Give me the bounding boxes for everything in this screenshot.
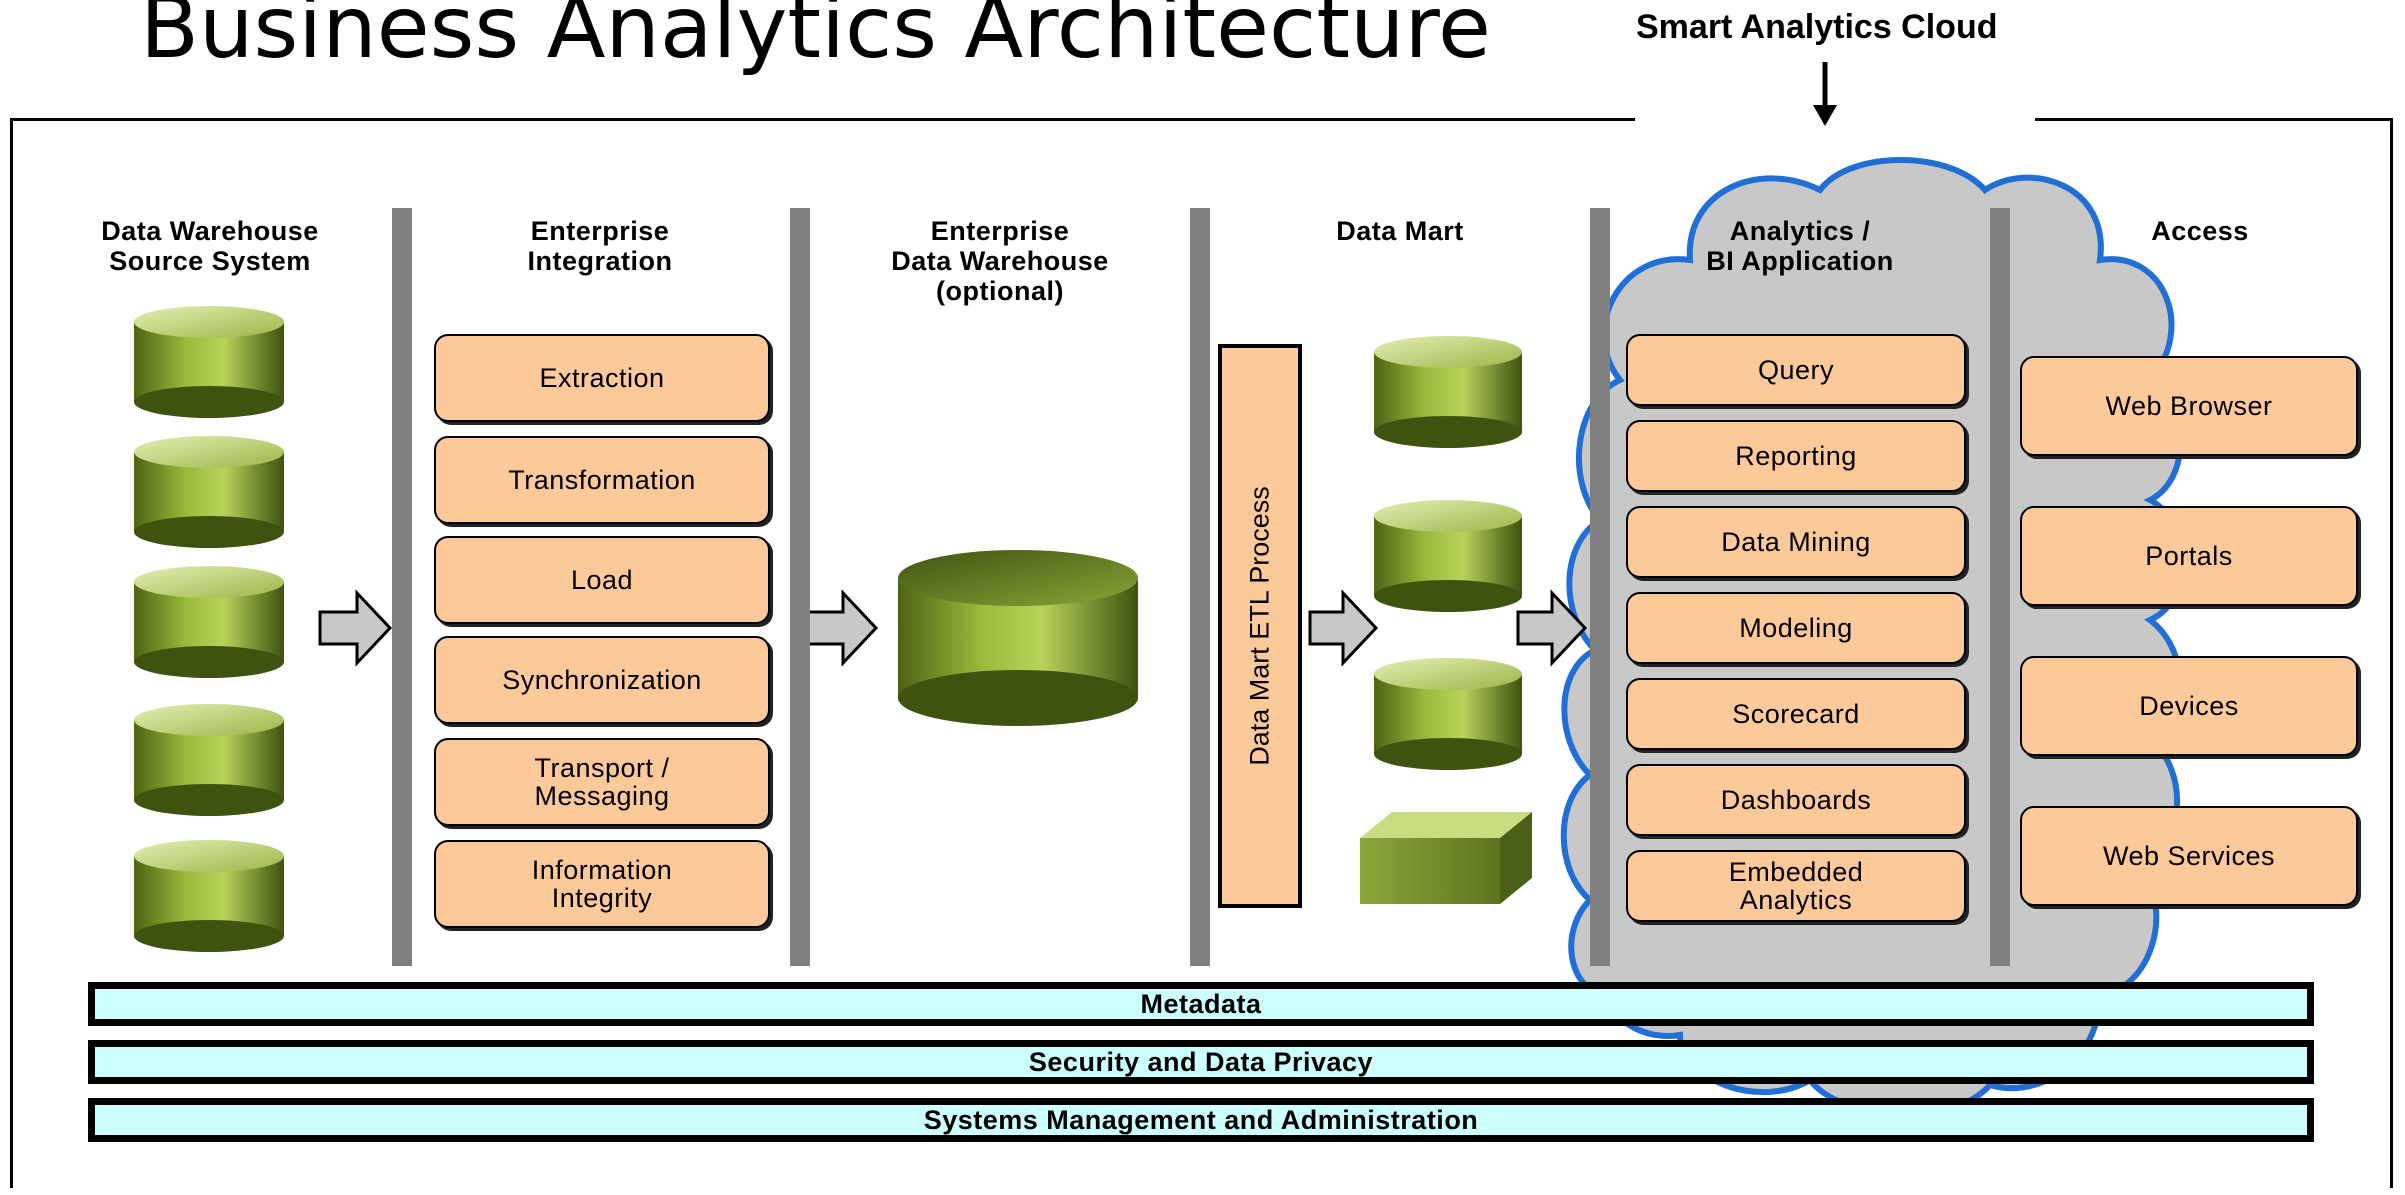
analytics-item-embedded: Embedded Analytics: [1626, 850, 1966, 922]
access-item-web-services: Web Services: [2020, 806, 2358, 906]
column-header-integration: Enterprise Integration: [527, 216, 673, 276]
flow-arrow-icon: [1308, 589, 1379, 667]
source-database-icon: [134, 840, 284, 952]
column-separator: [1190, 208, 1210, 966]
column-header-data-mart: Data Mart: [1336, 216, 1464, 246]
column-separator: [392, 208, 412, 966]
page-title: Business Analytics Architecture: [140, 0, 1491, 78]
cloud-caption: Smart Analytics Cloud: [1636, 8, 1998, 46]
mart-database-icon: [1374, 658, 1522, 770]
flow-arrow-icon: [318, 589, 393, 667]
source-database-icon: [134, 306, 284, 418]
band-security: Security and Data Privacy: [88, 1040, 2314, 1084]
analytics-item-dashboards: Dashboards: [1626, 764, 1966, 836]
column-separator: [1990, 208, 2010, 966]
band-systems-management: Systems Management and Administration: [88, 1098, 2314, 1142]
integration-step-synchronization: Synchronization: [434, 636, 770, 724]
integration-step-transformation: Transformation: [434, 436, 770, 524]
analytics-item-data-mining: Data Mining: [1626, 506, 1966, 578]
etl-process-label: Data Mart ETL Process: [1244, 486, 1275, 766]
edw-database-icon: [898, 550, 1138, 726]
mart-database-icon: [1374, 336, 1522, 448]
flow-arrow-icon: [806, 589, 879, 667]
column-header-analytics: Analytics / BI Application: [1706, 216, 1894, 276]
source-database-icon: [134, 566, 284, 678]
source-database-icon: [134, 436, 284, 548]
column-header-access: Access: [2151, 216, 2249, 246]
access-item-portals: Portals: [2020, 506, 2358, 606]
integration-step-integrity: Information Integrity: [434, 840, 770, 928]
source-cylinders: [134, 306, 284, 952]
integration-step-transport: Transport / Messaging: [434, 738, 770, 826]
integration-step-load: Load: [434, 536, 770, 624]
access-item-web-browser: Web Browser: [2020, 356, 2358, 456]
column-header-edw: Enterprise Data Warehouse (optional): [891, 216, 1109, 306]
frame-gap: [1635, 110, 2035, 124]
column-separator: [790, 208, 810, 966]
diagram-frame: [10, 118, 2393, 1188]
column-header-source: Data Warehouse Source System: [101, 216, 319, 276]
column-separator: [1590, 208, 1610, 966]
source-database-icon: [134, 704, 284, 816]
analytics-item-modeling: Modeling: [1626, 592, 1966, 664]
cloud-pointer-arrow: [1813, 62, 1837, 126]
mart-database-icon: [1374, 500, 1522, 612]
analytics-item-query: Query: [1626, 334, 1966, 406]
band-metadata: Metadata: [88, 982, 2314, 1026]
data-mart-cylinders: [1360, 336, 1532, 904]
integration-step-extraction: Extraction: [434, 334, 770, 422]
etl-process-bar: [1218, 344, 1302, 908]
analytics-item-reporting: Reporting: [1626, 420, 1966, 492]
flow-arrow-icon: [1516, 589, 1588, 667]
mart-cube-icon: [1360, 812, 1532, 904]
analytics-item-scorecard: Scorecard: [1626, 678, 1966, 750]
access-item-devices: Devices: [2020, 656, 2358, 756]
